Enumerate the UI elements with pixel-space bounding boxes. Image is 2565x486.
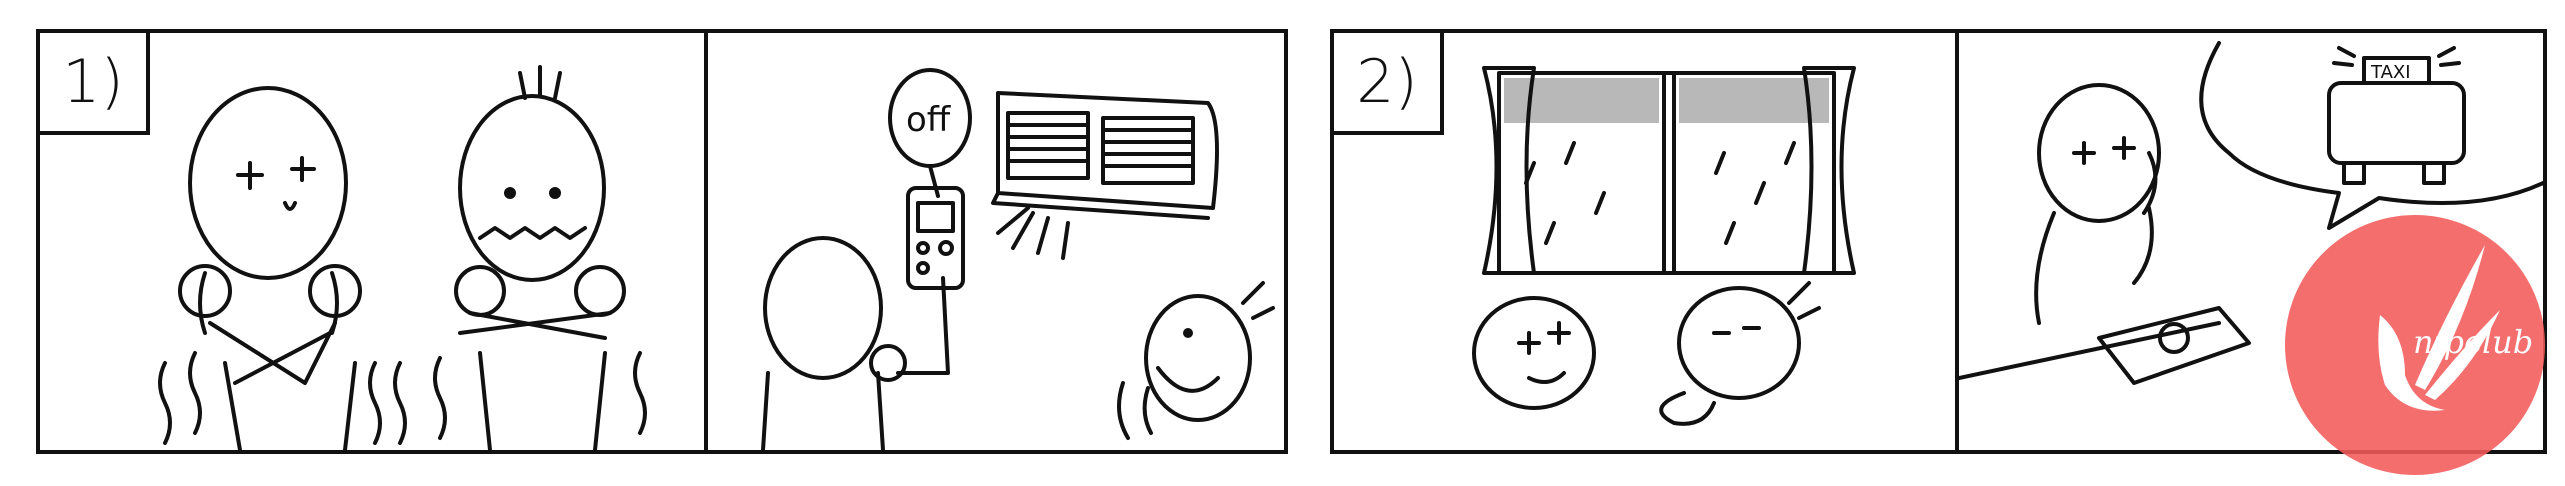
person-with-remote (761, 236, 950, 450)
panel-2a-rainy-window (1334, 33, 1955, 450)
person-smiling (1472, 296, 1596, 410)
watermark-text: njpclub (2413, 323, 2534, 361)
person-right (454, 65, 626, 450)
ac-remote-drawing: off (761, 68, 1275, 450)
window-icon (1497, 71, 1836, 275)
panel-divider (1955, 33, 1959, 450)
rainy-window-drawing (1472, 66, 1856, 426)
speech-bubble-text: off (906, 100, 952, 140)
scene-label-2: 2) (1334, 33, 1444, 135)
person-left (178, 86, 362, 450)
speech-bubble: off (888, 68, 972, 198)
scene-label-1: 1) (40, 33, 150, 135)
panel-1a-cold-people (40, 33, 704, 450)
table-edge (1959, 321, 2221, 380)
curtains (1482, 66, 1856, 275)
thought-bubble (2199, 41, 2543, 230)
remote-control-icon (906, 186, 965, 290)
panel-1b-ac-off: off (708, 33, 1284, 450)
panel-divider (704, 33, 708, 450)
person-shouting (1117, 281, 1275, 440)
person-sighing (1659, 281, 1821, 426)
comic-strip-1: 1) (36, 29, 1288, 454)
air-lines (996, 206, 1070, 260)
shiver-lines (158, 351, 647, 445)
telephone-icon (2097, 306, 2251, 385)
njpclub-watermark-logo: njpclub (2285, 215, 2545, 475)
taxi-sign-text: TAXI (2370, 62, 2411, 83)
bird-logo-icon (2378, 245, 2500, 411)
air-conditioner-icon (991, 91, 1219, 220)
person-on-phone (2034, 83, 2161, 325)
phone-taxi-drawing: TAXI (1959, 41, 2543, 385)
taxi-icon: TAXI (2327, 46, 2466, 185)
panel-2b-calling-taxi: TAXI (1959, 33, 2543, 450)
shivering-people-drawing (158, 65, 647, 450)
